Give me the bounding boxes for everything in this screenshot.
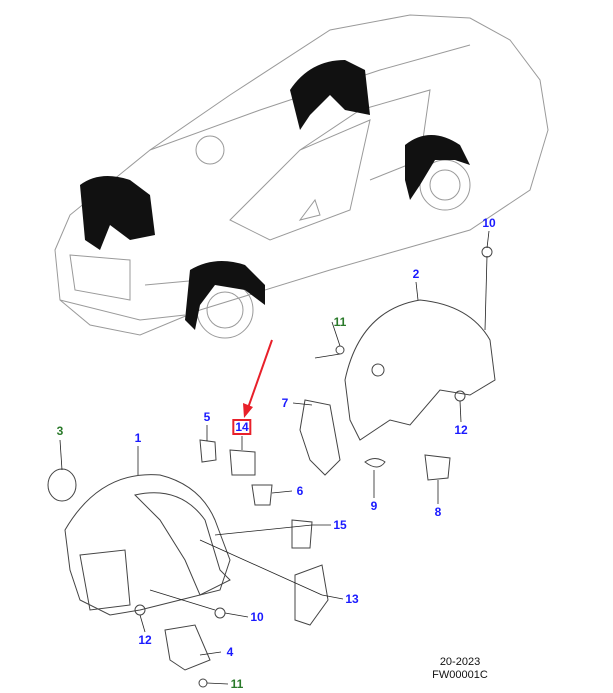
leader-lines [59, 230, 490, 685]
pointer-arrow [243, 339, 273, 418]
callout-14-highlighted[interactable]: 14 [232, 419, 252, 435]
callout-11-upper[interactable]: 11 [333, 315, 347, 329]
callout-9[interactable]: 9 [370, 499, 378, 513]
callout-2[interactable]: 2 [412, 267, 420, 281]
parts-outlines [47, 246, 496, 688]
callout-15[interactable]: 15 [333, 518, 347, 532]
callout-3[interactable]: 3 [56, 424, 64, 438]
callout-11-lower[interactable]: 11 [230, 677, 244, 691]
callout-12-lower[interactable]: 12 [138, 633, 152, 647]
footer-date: 20-2023 [439, 656, 481, 668]
diagram-footer: 20-2023 FW00001C [430, 656, 490, 682]
callout-12-upper[interactable]: 12 [454, 423, 468, 437]
vehicle-outline [54, 14, 549, 339]
callout-4[interactable]: 4 [226, 645, 234, 659]
callout-1[interactable]: 1 [134, 431, 142, 445]
callout-10-lower[interactable]: 10 [250, 610, 264, 624]
footer-code: FW00001C [432, 669, 488, 681]
callout-6[interactable]: 6 [296, 484, 304, 498]
wheel-arch-liners-highlight [80, 60, 470, 330]
callout-10-upper[interactable]: 10 [482, 216, 496, 230]
callout-7[interactable]: 7 [281, 396, 289, 410]
callout-8[interactable]: 8 [434, 505, 442, 519]
callout-13[interactable]: 13 [345, 592, 359, 606]
callout-5[interactable]: 5 [203, 410, 211, 424]
